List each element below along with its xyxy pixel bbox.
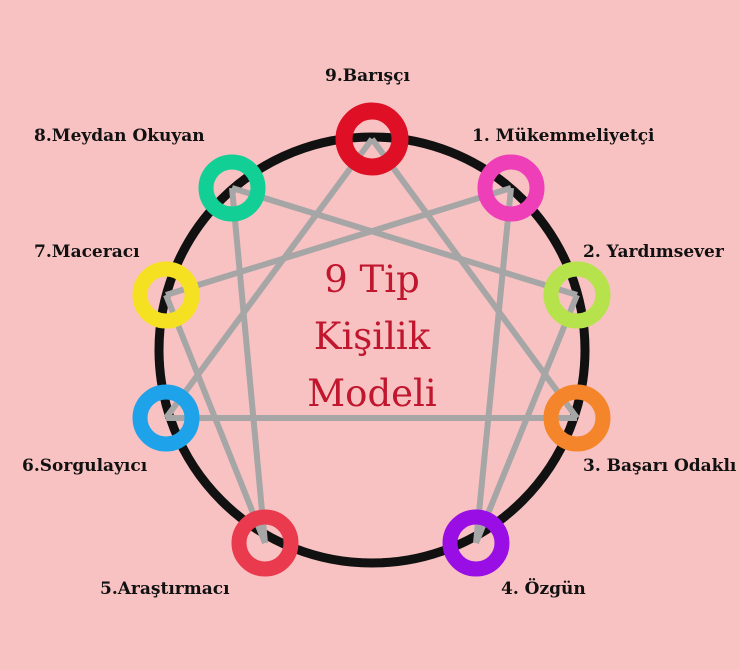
connector-lines bbox=[163, 137, 580, 545]
type-node-1 bbox=[477, 154, 545, 222]
label-type-6: 6.Sorgulayıcı bbox=[22, 456, 148, 476]
type-node-6 bbox=[132, 384, 200, 452]
label-type-8: 8.Meydan Okuyan bbox=[34, 126, 205, 146]
connector-line-6-9 bbox=[163, 137, 375, 420]
type-node-8 bbox=[198, 154, 266, 222]
connector-line-7-1 bbox=[165, 185, 512, 298]
type-node-9 bbox=[335, 102, 409, 176]
title-line-2: Kişilik bbox=[313, 315, 431, 358]
title-line-1: 9 Tip bbox=[324, 258, 420, 301]
label-type-3: 3. Başarı Odaklı bbox=[583, 456, 737, 476]
title-line-3: Modeli bbox=[307, 372, 437, 415]
connector-line-4-2 bbox=[473, 293, 580, 545]
label-type-4: 4. Özgün bbox=[501, 579, 586, 599]
type-node-7 bbox=[132, 261, 200, 329]
type-node-4 bbox=[442, 509, 510, 577]
connector-line-8-5 bbox=[229, 187, 268, 544]
type-node-2 bbox=[543, 261, 611, 329]
label-type-2: 2. Yardımsever bbox=[583, 242, 724, 262]
label-type-9: 9.Barışçı bbox=[325, 66, 410, 86]
type-node-3 bbox=[543, 384, 611, 452]
outer-circle bbox=[154, 132, 590, 568]
connector-line-1-4 bbox=[473, 187, 514, 544]
connector-line-2-8 bbox=[231, 185, 578, 298]
label-type-1: 1. Mükemmeliyetçi bbox=[472, 126, 655, 146]
label-type-7: 7.Maceracı bbox=[34, 242, 140, 262]
connector-line-5-7 bbox=[163, 293, 268, 545]
type-nodes bbox=[132, 102, 611, 577]
type-node-5 bbox=[231, 509, 299, 577]
label-type-5: 5.Araştırmacı bbox=[100, 579, 230, 599]
